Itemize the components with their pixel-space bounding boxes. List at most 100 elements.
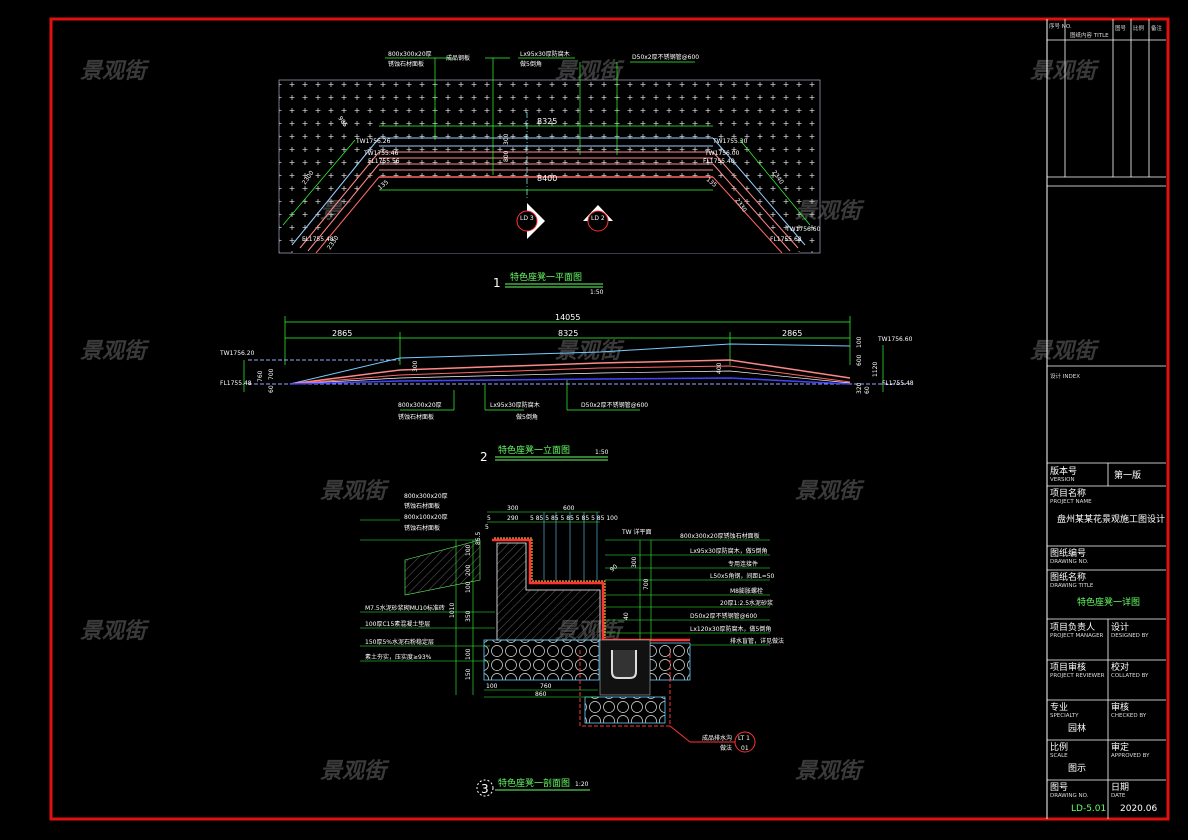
title-block-grid [1047, 462, 1166, 819]
elevation-title: 2 特色座凳一立面图 1:50 [480, 444, 609, 464]
elevation-dim: 700 [268, 368, 275, 380]
section-dim: 350 [465, 610, 472, 622]
reviewer-label-en: PROJECT REVIEWER [1050, 673, 1105, 679]
elevation-dim: 100 [856, 336, 863, 348]
version-label: 版本号 [1050, 465, 1077, 477]
section-note: Lx120x30厚防腐木，做5倒角 [690, 625, 771, 633]
section-note: 锈蚀石材面板 [404, 502, 440, 510]
plan-level: FL1755.40 [703, 158, 735, 165]
title-text: 特色座凳一平面图 [510, 271, 582, 283]
elevation-dim: 1120 [872, 362, 879, 377]
project-name: 盘州某某花景观施工图设计 [1057, 513, 1165, 525]
section-dim: 760 [540, 683, 552, 690]
specialty-value: 园林 [1068, 722, 1086, 734]
date-label-en: DATE [1111, 793, 1126, 799]
approved-label: 审定 [1111, 741, 1129, 753]
drawing-no-label-en: DRAWING NO. [1050, 559, 1089, 565]
checked-label: 审核 [1111, 701, 1129, 713]
plan-note: 成品钢板 [446, 54, 470, 62]
elevation-note: D50x2厚不锈钢管@600 [581, 401, 648, 409]
drain-ref: LT 1 [738, 735, 750, 742]
title-scale: 1:20 [575, 781, 589, 788]
elevation-note: 锈蚀石材面板 [398, 413, 434, 421]
section-dim: 290 [507, 515, 519, 522]
watermark: 景观街 [320, 759, 390, 784]
section-dim: 300 [631, 556, 638, 568]
watermark: 景观街 [795, 759, 865, 784]
index-header-sheet: 图号 [1115, 24, 1127, 32]
plan-level: TW1755.46 [363, 150, 399, 157]
drain-ref: 01 [741, 745, 749, 752]
elevation-level: TW1756.20 [219, 350, 255, 357]
plan-dim: 8400 [537, 174, 557, 183]
section-note: 专用连接件 [728, 560, 758, 568]
section-dim: 1010 [449, 603, 456, 618]
section-note: 排水盲管，详见做法 [730, 637, 784, 645]
sheet-label: 图号 [1050, 782, 1068, 793]
designed-label-en: DESIGNED BY [1111, 633, 1149, 639]
plan-level: FL1755.48 [302, 236, 334, 243]
specialty-label: 专业 [1050, 701, 1068, 713]
elevation-dim: 400 [716, 362, 723, 374]
callout-label: LD 3 [520, 215, 534, 222]
section-dim: 85.5 [475, 531, 482, 545]
sheet-number: LD-5.01 [1071, 804, 1106, 814]
drawing-no-label: 图纸编号 [1050, 547, 1086, 559]
index-header-title: 图纸内容 TITLE [1070, 31, 1109, 39]
section-note: L50x5角钢，间距L=50 [710, 572, 775, 580]
version-label-en: VERSION [1050, 477, 1075, 483]
elevation-dim: 2865 [332, 329, 352, 338]
section-dim: 5 [485, 524, 489, 531]
section-note: 素土夯实，压实度≥93% [365, 653, 432, 661]
section-dim: 100 [486, 683, 498, 690]
watermark: 景观街 [1030, 339, 1100, 364]
elevation-dim: 2865 [782, 329, 802, 338]
section-dim: 100 [465, 581, 472, 593]
collated-label-en: COLLATED BY [1111, 673, 1149, 679]
manager-label-en: PROJECT MANAGER [1050, 633, 1104, 639]
date-value: 2020.06 [1120, 804, 1157, 814]
sheet-label-en: DRAWING NO. [1050, 793, 1089, 799]
plan-note: D50x2厚不锈钢管@600 [632, 53, 699, 61]
section-callout-2: LD 2 [583, 205, 613, 232]
title-scale: 1:50 [595, 449, 609, 456]
index-table [1047, 19, 1166, 367]
plan-dim: 8325 [537, 117, 557, 126]
watermark: 景观街 [80, 619, 150, 644]
elevation-level: FL1755.48 [220, 380, 252, 387]
version-value: 第一版 [1114, 469, 1141, 481]
section-note: 800x300x20厚 [404, 493, 448, 500]
plan-level: FL1755.56 [368, 158, 400, 165]
plan-dim: 800 [503, 150, 510, 162]
section-note: 锈蚀石材面板 [404, 524, 440, 532]
section-note: 100厚C15素混凝土垫层 [365, 620, 430, 628]
watermark: 景观街 [320, 479, 390, 504]
section-note: M7.5水泥砂浆砌MU10标准砖 [365, 604, 445, 612]
title-text: 特色座凳一立面图 [498, 444, 570, 456]
plan-level: TW1756.00 [704, 150, 740, 157]
drawing-title: 特色座凳一详图 [1077, 596, 1140, 608]
title-number: 1 [493, 276, 501, 290]
plan-note: 锈蚀石材面板 [388, 60, 424, 68]
section-dim: 700 [643, 578, 650, 590]
plan-level: TW1755.30 [712, 138, 748, 145]
section-note: M8膨胀螺栓 [730, 587, 763, 595]
scale-label: 比例 [1050, 741, 1068, 753]
specialty-label-en: SPECIALTY [1050, 713, 1079, 719]
section-dim: 600 [563, 505, 575, 512]
elevation-note: 800x300x20厚 [398, 402, 442, 409]
section-dim: 40 [623, 612, 630, 620]
date-label: 日期 [1111, 782, 1129, 793]
section-title: 3 特色座凳一剖面图 1:20 [476, 777, 590, 797]
scale-label-en: SCALE [1050, 753, 1068, 759]
section-dim: 5 [487, 515, 491, 522]
elevation-dim: 60 [864, 386, 871, 394]
plan-level: TW1756.26 [355, 138, 391, 145]
section-dim: 860 [535, 691, 547, 698]
section-note: 800x300x20厚锈蚀石材面板 [680, 532, 760, 540]
collated-label: 校对 [1111, 661, 1129, 673]
designed-label: 设计 [1111, 621, 1129, 633]
elevation-level: TW1756.60 [877, 336, 913, 343]
section-dim: 200 [465, 564, 472, 576]
drawing-title-label: 图纸名称 [1050, 571, 1086, 583]
